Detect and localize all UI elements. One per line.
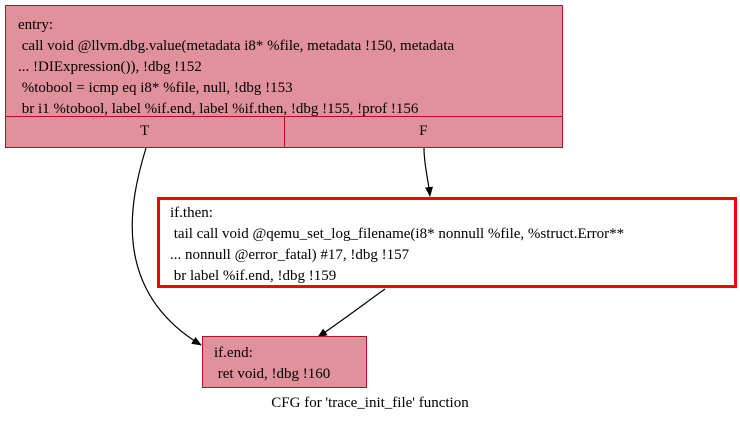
- node-entry-line: ... !DIExpression()), !dbg !152: [18, 59, 202, 75]
- port-false: F: [283, 117, 563, 147]
- port-true: T: [140, 123, 150, 139]
- node-if-end-text: if.end: ret void, !dbg !160: [214, 343, 362, 385]
- edge-entry-true-to-if-end: [131, 147, 202, 346]
- edge-if-then-to-if-end: [317, 288, 386, 338]
- node-entry-ports: T F: [6, 116, 562, 147]
- node-entry-line: br i1 %tobool, label %if.end, label %if.…: [18, 101, 419, 117]
- node-entry-line: %tobool = icmp eq i8* %file, null, !dbg …: [18, 80, 293, 96]
- node-if-then-line: br label %if.end, !dbg !159: [170, 268, 337, 284]
- edge-entry-false-to-if-then: [423, 147, 433, 197]
- node-entry-line: call void @llvm.dbg.value(metadata i8* %…: [18, 38, 455, 54]
- graph-caption: CFG for 'trace_init_file' function: [271, 395, 469, 411]
- node-if-then-line: tail call void @qemu_set_log_filename(i8…: [170, 226, 625, 242]
- node-if-then-text: if.then: tail call void @qemu_set_log_fi…: [170, 203, 730, 287]
- node-if-end-line: if.end:: [214, 345, 253, 361]
- node-entry: entry: call void @llvm.dbg.value(metadat…: [5, 5, 563, 148]
- node-if-end-line: ret void, !dbg !160: [214, 366, 331, 382]
- node-entry-line: entry:: [18, 17, 53, 33]
- node-if-then-line: if.then:: [170, 205, 213, 221]
- node-entry-text: entry: call void @llvm.dbg.value(metadat…: [18, 15, 558, 120]
- node-if-end: if.end: ret void, !dbg !160: [202, 336, 367, 388]
- node-if-then-line: ... nonnull @error_fatal) #17, !dbg !157: [170, 247, 410, 263]
- node-if-then: if.then: tail call void @qemu_set_log_fi…: [157, 197, 737, 288]
